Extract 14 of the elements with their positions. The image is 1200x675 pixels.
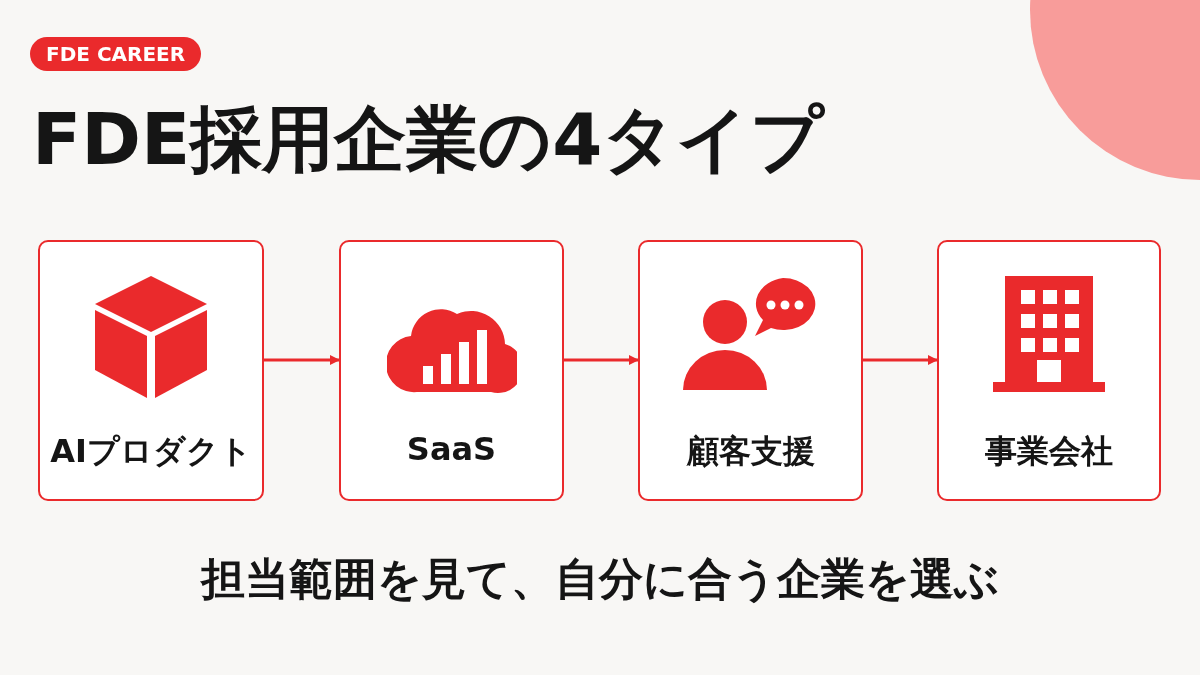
card-label: AIプロダクト (49, 431, 253, 472)
category-card (38, 240, 264, 501)
card-label: 事業会社 (984, 431, 1114, 472)
category-card (937, 240, 1161, 501)
arrow (863, 355, 938, 365)
arrow (564, 355, 639, 365)
category-card (638, 240, 863, 501)
arrow (264, 355, 340, 365)
category-badge: FDE CAREER (30, 37, 202, 71)
card-label: 顧客支援 (685, 431, 816, 472)
caption: 担当範囲を見て、自分に合う企業を選ぶ (199, 552, 1000, 606)
category-card (339, 240, 564, 501)
card-label: SaaS (405, 430, 498, 468)
title: FDE採用企業の4タイプ (32, 100, 825, 180)
